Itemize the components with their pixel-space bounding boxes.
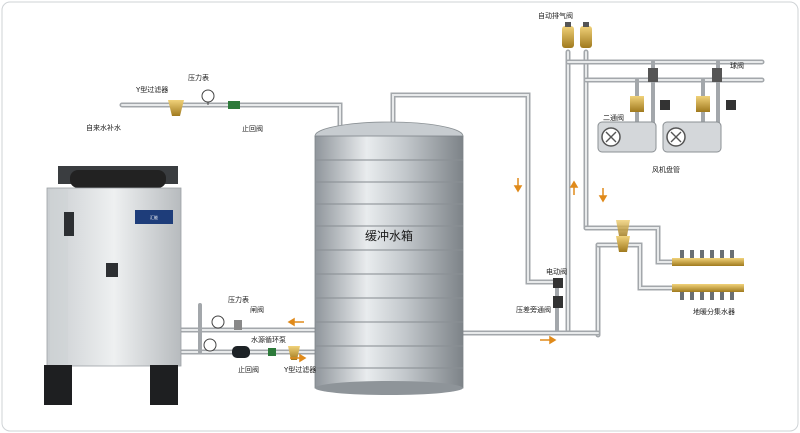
label-fan-coil: 风机盘管 <box>652 165 680 174</box>
label-diff-bypass-valve: 压差旁通阀 <box>516 305 551 314</box>
label-circulation-pump: 水源循环泵 <box>251 335 286 344</box>
makeup-fittings <box>168 89 240 116</box>
label-check-valve-right: 电动阀 <box>546 267 567 276</box>
heat-pump-unit: 汇能 <box>44 166 182 405</box>
unit-brand-label: 汇能 <box>150 214 158 220</box>
auto-exhaust-valves <box>562 22 592 48</box>
pipe-network <box>119 49 765 355</box>
label-makeup-water: 自来水补水 <box>86 123 121 132</box>
label-pressure-gauge-top: 压力表 <box>188 73 209 82</box>
flow-arrows <box>287 178 608 363</box>
label-gate-valve: 闸阀 <box>250 305 264 314</box>
label-check-valve-bottom: 止回阀 <box>238 365 259 374</box>
label-y-filter-top: Y型过滤器 <box>135 85 168 94</box>
diagram-labels: 自动排气阀 压力表 Y型过滤器 自来水补水 止回阀 球阀 二通阀 风机盘管 电动… <box>86 11 744 374</box>
label-y-filter-bottom: Y型过滤器 <box>283 365 316 374</box>
label-floor-manifold: 地暖分集水器 <box>693 307 735 316</box>
fan-coil-units <box>597 68 736 153</box>
tank-label: 缓冲水箱 <box>365 228 413 243</box>
buffer-tank: 缓冲水箱 <box>314 121 464 395</box>
label-two-way-valve: 二通阀 <box>603 113 624 122</box>
label-check-valve-top: 止回阀 <box>242 124 263 133</box>
label-ball-valve: 球阀 <box>730 61 744 70</box>
label-auto-exhaust-valve: 自动排气阀 <box>538 11 573 20</box>
label-pressure-gauge-bottom: 压力表 <box>228 295 249 304</box>
right-valves <box>553 220 630 308</box>
floor-heating-manifold <box>672 250 744 300</box>
bottom-fittings <box>203 315 300 360</box>
